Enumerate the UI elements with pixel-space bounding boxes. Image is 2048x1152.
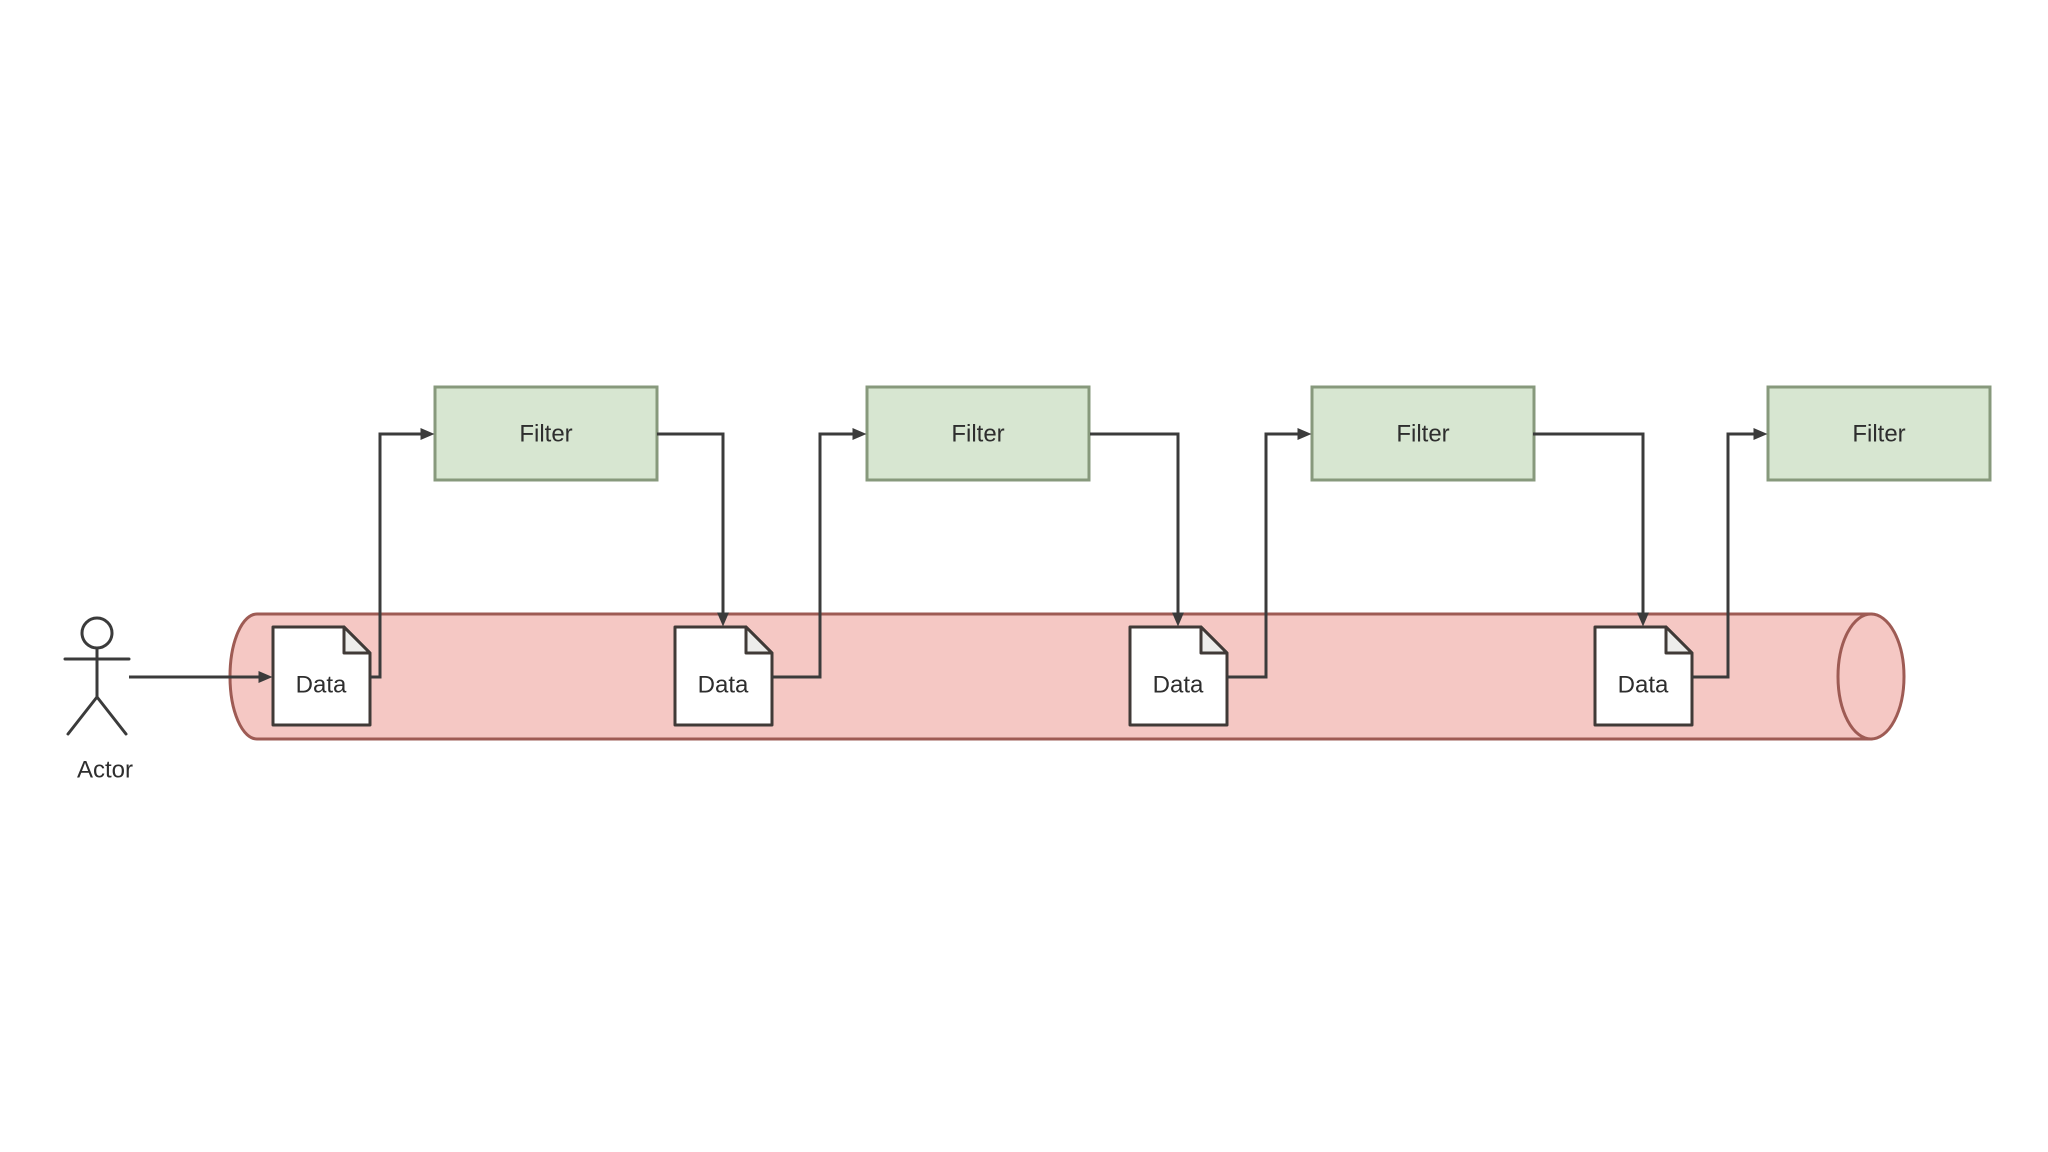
actor-left-leg-icon bbox=[66, 695, 99, 736]
data-label: Data bbox=[296, 672, 347, 699]
connector-filter3-to-data4 bbox=[1533, 432, 1649, 627]
data-node: Data bbox=[1128, 625, 1229, 727]
filter-box bbox=[865, 385, 1091, 482]
filter-node: Filter bbox=[1766, 385, 1992, 482]
actor-right-leg-icon bbox=[95, 695, 128, 736]
filter-label: Filter bbox=[519, 421, 572, 448]
filter-label: Filter bbox=[951, 421, 1004, 448]
pipe bbox=[228, 612, 1906, 741]
connector-data4-to-filter4 bbox=[1692, 428, 1768, 679]
pipe-body bbox=[228, 612, 1873, 741]
data-label: Data bbox=[1153, 672, 1204, 699]
data-node: Data bbox=[1593, 625, 1694, 727]
data-node: Data bbox=[673, 625, 774, 727]
actor: Actor bbox=[63, 616, 133, 784]
data-label: Data bbox=[698, 672, 749, 699]
filter-label: Filter bbox=[1852, 421, 1905, 448]
actor-head-icon bbox=[80, 616, 114, 650]
filter-box bbox=[433, 385, 659, 482]
filter-label: Filter bbox=[1396, 421, 1449, 448]
connector-filter2-to-data3 bbox=[1090, 432, 1184, 627]
connector-data1-to-filter1 bbox=[370, 428, 435, 679]
document-fold-icon bbox=[744, 625, 774, 655]
connector-data3-to-filter3 bbox=[1227, 428, 1312, 679]
pipe-right-cap bbox=[1836, 612, 1906, 741]
document-fold-icon bbox=[342, 625, 372, 655]
filter-box bbox=[1766, 385, 1992, 482]
actor-label: Actor bbox=[77, 757, 133, 784]
connector-filter1-to-data2 bbox=[657, 432, 729, 627]
document-fold-icon bbox=[1199, 625, 1229, 655]
data-node: Data bbox=[271, 625, 372, 727]
filter-node: Filter bbox=[433, 385, 659, 482]
document-fold-icon bbox=[1664, 625, 1694, 655]
connector-data2-to-filter2 bbox=[772, 428, 867, 679]
filter-node: Filter bbox=[1310, 385, 1536, 482]
data-label: Data bbox=[1618, 672, 1669, 699]
filter-node: Filter bbox=[865, 385, 1091, 482]
